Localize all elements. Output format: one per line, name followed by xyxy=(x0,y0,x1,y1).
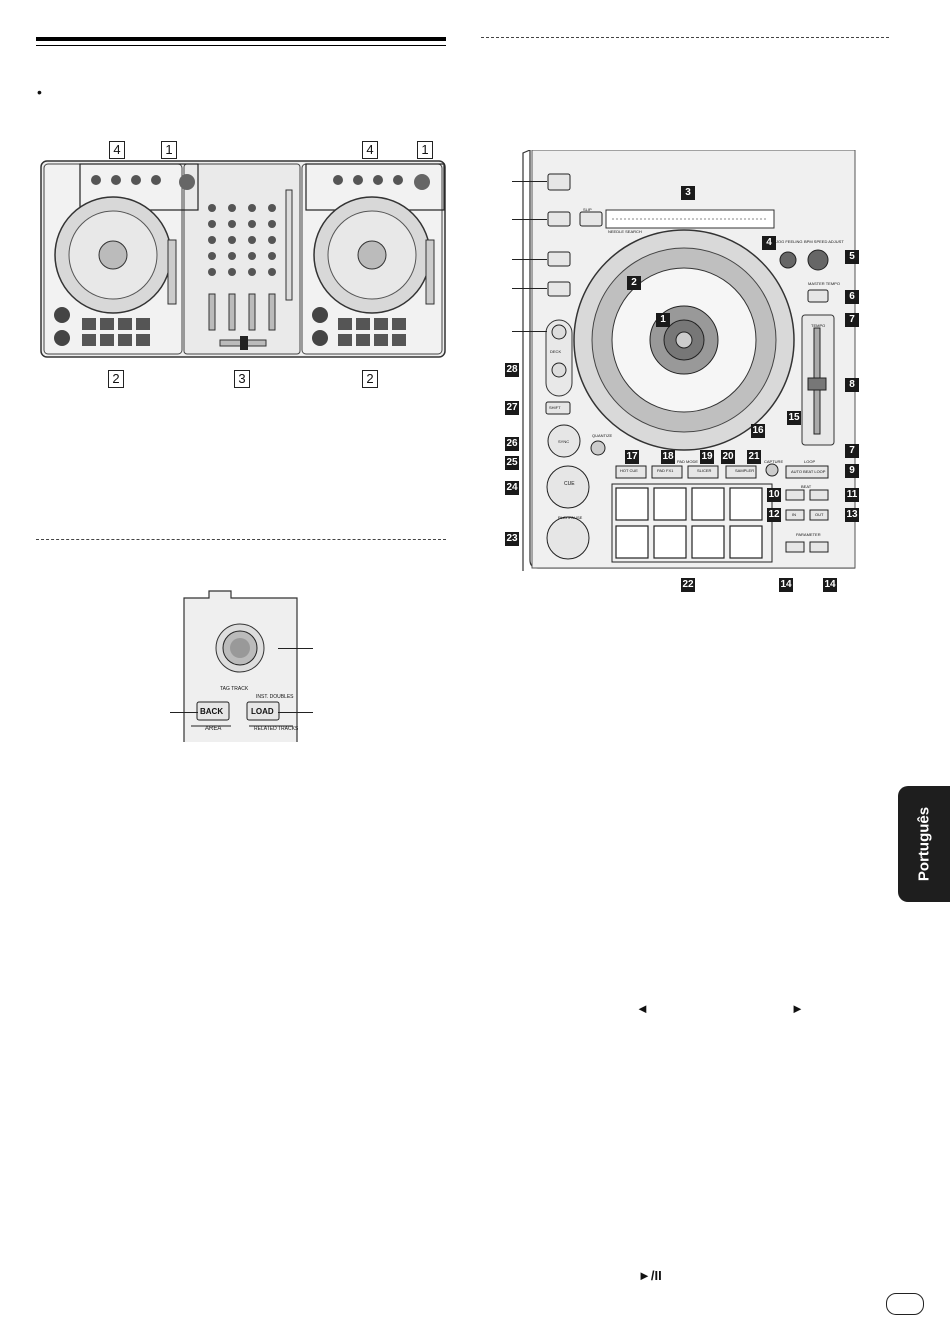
play-pause-symbol: ►/II xyxy=(638,1268,662,1283)
callout-18: 18 xyxy=(661,450,675,464)
loop-label: LOOP xyxy=(804,459,816,464)
callout-12: 12 xyxy=(767,508,781,522)
callout-7-top: 7 xyxy=(845,313,859,327)
capture-label: CAPTURE xyxy=(764,459,784,464)
needle-search-label: NEEDLE SEARCH xyxy=(608,229,642,234)
section-heading-rule-thin xyxy=(36,45,446,46)
callout-1: 1 xyxy=(656,313,670,327)
callout-19: 19 xyxy=(700,450,714,464)
overview-callout-4-right: 4 xyxy=(362,141,378,159)
callout-3: 3 xyxy=(681,186,695,200)
leader-load-button xyxy=(278,712,313,713)
shift-button-label: SHIFT xyxy=(549,405,561,410)
beat-label: BEAT xyxy=(801,484,812,489)
language-side-tab[interactable]: Português xyxy=(898,786,950,902)
callout-6: 6 xyxy=(845,290,859,304)
callout-23: 23 xyxy=(505,532,519,546)
cue-button-label: CUE xyxy=(564,481,575,487)
callout-10: 10 xyxy=(767,488,781,502)
deck-section-illustration xyxy=(522,150,856,571)
leader-deck-left-5 xyxy=(512,331,547,332)
sync-button-label: SYNC xyxy=(558,439,570,444)
pad-fx1-label: PAD FX1 xyxy=(657,468,674,473)
area-label: AREA xyxy=(205,726,222,732)
callout-22: 22 xyxy=(681,578,695,592)
callout-28: 28 xyxy=(505,363,519,377)
tag-track-label: TAG TRACK xyxy=(220,686,249,692)
callout-2: 2 xyxy=(627,276,641,290)
callout-17: 17 xyxy=(625,450,639,464)
leader-deck-left-1 xyxy=(512,181,547,182)
bpm-speed-adjust-label: BPM SPEED ADJUST xyxy=(804,239,844,244)
left-arrow-symbol: ◄ xyxy=(636,1001,649,1016)
callout-5: 5 xyxy=(845,250,859,264)
deck-button-label: DECK xyxy=(550,349,562,354)
callout-4: 4 xyxy=(762,236,776,250)
callout-15: 15 xyxy=(787,411,801,425)
jog-feeling-label: JOG FEELING xyxy=(776,239,803,244)
overview-callout-2-right: 2 xyxy=(362,370,378,388)
callout-16: 16 xyxy=(751,424,765,438)
callout-13: 13 xyxy=(845,508,859,522)
parameter-label: PARAMETER xyxy=(796,532,821,537)
related-tracks-label: RELATED TRACKS xyxy=(254,726,299,732)
callout-25: 25 xyxy=(505,456,519,470)
section-heading-rule xyxy=(36,37,446,41)
callout-27: 27 xyxy=(505,401,519,415)
page-language-badge xyxy=(886,1293,924,1315)
callout-7-bottom: 7 xyxy=(845,444,859,458)
browser-section-illustration xyxy=(183,590,298,742)
controller-overview-illustration xyxy=(40,160,446,358)
callout-14-left: 14 xyxy=(779,578,793,592)
right-arrow-symbol: ► xyxy=(791,1001,804,1016)
language-tab-label: Português xyxy=(915,806,933,882)
callout-9: 9 xyxy=(845,464,859,478)
master-tempo-label: MASTER TEMPO xyxy=(808,281,840,286)
out-button-label: OUT xyxy=(815,512,824,517)
slip-button-label: SLIP xyxy=(583,207,592,212)
pad-mode-label: PAD MODE xyxy=(677,459,699,464)
callout-24: 24 xyxy=(505,481,519,495)
callout-20: 20 xyxy=(721,450,735,464)
hot-cue-label: HOT CUE xyxy=(620,468,638,473)
callout-26: 26 xyxy=(505,437,519,451)
bullet-point: • xyxy=(37,84,42,100)
slicer-label: SLICER xyxy=(697,468,712,473)
leader-browse-knob xyxy=(278,648,313,649)
left-column-separator xyxy=(36,539,446,540)
auto-beat-loop-label: AUTO BEAT LOOP xyxy=(791,469,826,474)
in-button-label: IN xyxy=(792,512,796,517)
leader-deck-left-3 xyxy=(512,259,547,260)
overview-callout-1-left: 1 xyxy=(161,141,177,159)
overview-callout-4-left: 4 xyxy=(109,141,125,159)
overview-callout-3-mixer: 3 xyxy=(234,370,250,388)
back-button[interactable]: BACK xyxy=(200,707,224,716)
callout-21: 21 xyxy=(747,450,761,464)
play-pause-label: PLAY/PAUSE xyxy=(558,515,583,520)
leader-back-button xyxy=(170,712,198,713)
overview-callout-2-left: 2 xyxy=(108,370,124,388)
inst-doubles-label: INST. DOUBLES xyxy=(256,694,294,700)
quantize-label: QUANTIZE xyxy=(592,433,613,438)
overview-callout-1-right: 1 xyxy=(417,141,433,159)
callout-11: 11 xyxy=(845,488,859,502)
right-column-separator xyxy=(481,37,889,38)
leader-deck-left-2 xyxy=(512,219,547,220)
tempo-label: TEMPO xyxy=(811,323,826,328)
callout-8: 8 xyxy=(845,378,859,392)
sampler-label: SAMPLER xyxy=(735,468,755,473)
callout-14-right: 14 xyxy=(823,578,837,592)
leader-deck-left-4 xyxy=(512,288,547,289)
load-button[interactable]: LOAD xyxy=(251,707,274,716)
